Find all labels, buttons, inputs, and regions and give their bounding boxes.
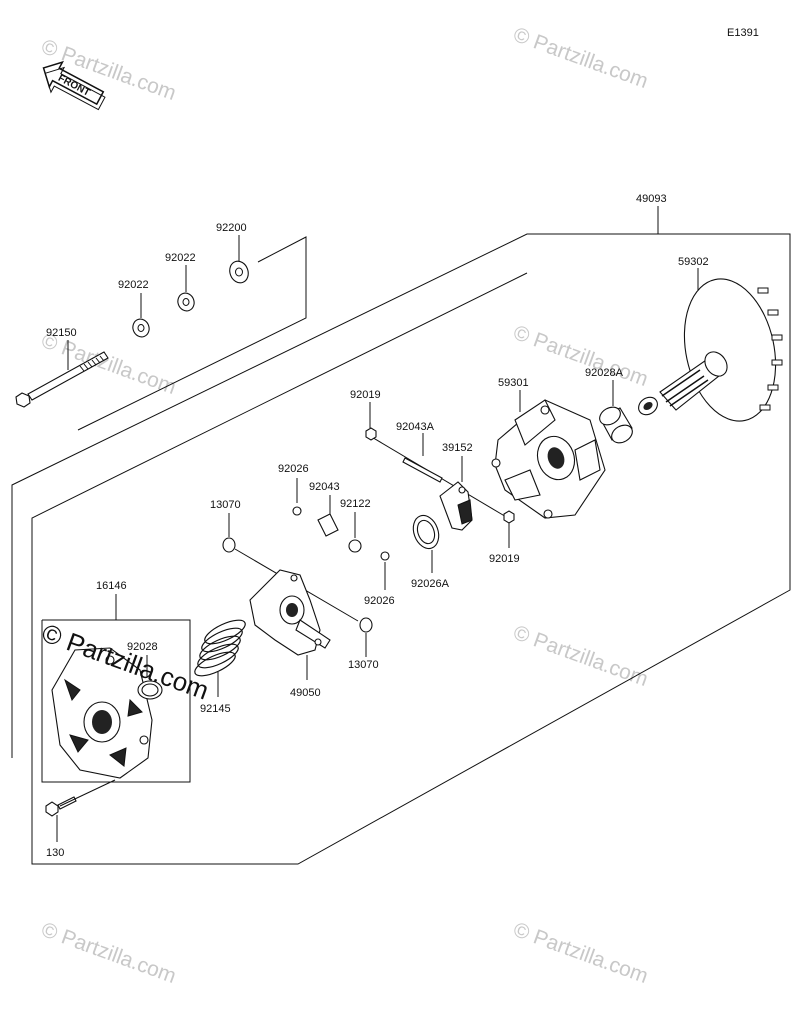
part-label-92043a[interactable]: 92043A	[396, 421, 435, 433]
part-labels: 49093 59302 92200 92022 92022 92150 5930…	[46, 193, 709, 859]
thrust-washer	[412, 514, 440, 550]
weight-pin-a	[365, 427, 515, 524]
part-label-49050[interactable]: 49050	[290, 687, 321, 699]
part-label-92150[interactable]: 92150	[46, 327, 77, 339]
cover-group-frame	[41, 619, 191, 783]
part-label-92019[interactable]: 92019	[489, 553, 520, 565]
part-label-92026[interactable]: 92026	[278, 463, 309, 475]
part-label-92019[interactable]: 92019	[350, 389, 381, 401]
part-label-13070[interactable]: 13070	[348, 659, 379, 671]
part-label-49093[interactable]: 49093	[636, 193, 667, 205]
part-label-92200[interactable]: 92200	[216, 222, 247, 234]
watermark: © Partzilla.com	[510, 23, 651, 93]
fixed-pulley	[638, 278, 783, 422]
long-bolt	[15, 351, 109, 408]
watermark: © Partzilla.com	[510, 321, 651, 391]
part-label-92028[interactable]: 92028	[127, 641, 158, 653]
centrifugal-weight	[439, 481, 473, 531]
spring	[194, 619, 246, 677]
assembly-frame	[11, 233, 791, 865]
cover-plate	[51, 647, 153, 779]
part-label-92026a[interactable]: 92026A	[411, 578, 450, 590]
washer-group-frame	[77, 236, 307, 431]
part-label-92028a[interactable]: 92028A	[585, 367, 624, 379]
part-label-59301[interactable]: 59301	[498, 377, 529, 389]
watermark: © Partzilla.com	[38, 329, 179, 399]
part-label-130[interactable]: 130	[46, 847, 64, 859]
watermark: © Partzilla.com	[38, 918, 179, 988]
part-label-92022[interactable]: 92022	[165, 252, 196, 264]
part-label-16146[interactable]: 16146	[96, 580, 127, 592]
part-label-92145[interactable]: 92145	[200, 703, 231, 715]
part-label-92043[interactable]: 92043	[309, 481, 340, 493]
cover-bushing	[137, 680, 163, 700]
watermark: © Partzilla.com	[510, 621, 651, 691]
bushing	[599, 406, 633, 444]
part-label-13070[interactable]: 13070	[210, 499, 241, 511]
part-label-92026[interactable]: 92026	[364, 595, 395, 607]
washers	[132, 260, 249, 338]
watermark: © Partzilla.com	[510, 918, 651, 988]
movable-sheave	[491, 399, 606, 519]
bolt-130	[45, 796, 77, 817]
part-label-92022[interactable]: 92022	[118, 279, 149, 291]
part-label-92122[interactable]: 92122	[340, 498, 371, 510]
spider	[249, 569, 331, 656]
part-label-39152[interactable]: 39152	[442, 442, 473, 454]
part-label-59302[interactable]: 59302	[678, 256, 709, 268]
diagram-id: E1391	[727, 27, 759, 39]
